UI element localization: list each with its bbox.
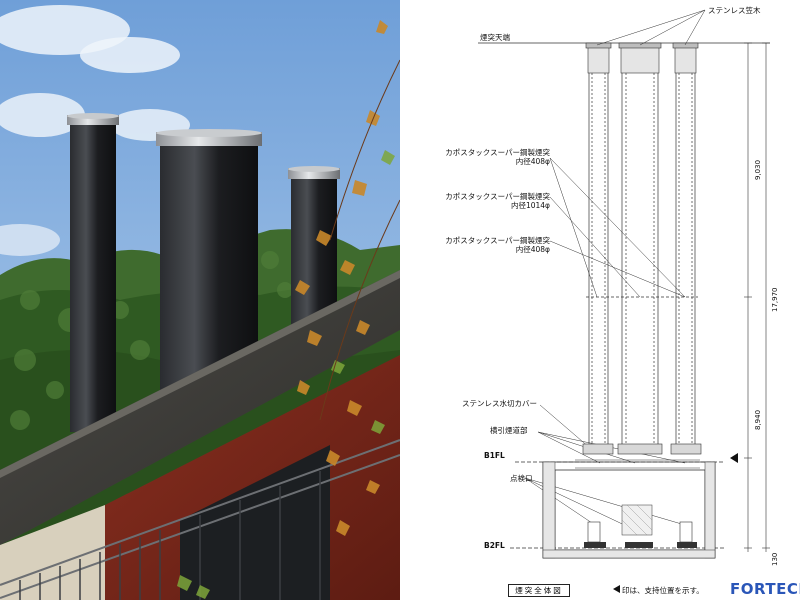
support-marker-icon [730,453,738,463]
chimney-photo [0,0,400,600]
label-chimney-top: 煙突天端 [480,33,510,42]
dimension-lower: 8,940 [754,409,762,430]
label-inspection-port: 点検口 [510,474,533,483]
label-chimney3-size: 内径408φ [515,245,550,254]
chimney-photo-illustration [0,0,400,600]
drawing-caption: 煙突全体図 [508,584,570,597]
legend-marker-icon [613,585,620,593]
brand-logo: FORTECH [730,580,800,598]
chimney-section-lines [478,9,770,593]
label-horizontal-flue: 横引煙道部 [490,426,528,435]
dimension-base: 130 [771,552,779,566]
label-chimney1-size: 内径408φ [515,157,550,166]
dimension-total: 17,970 [771,287,779,313]
label-chimney1-name: カポスタックスーパー鋼製煙突 [445,148,550,157]
legend-note: 印は、支持位置を示す。 [622,586,704,595]
level-b2fl: B2FL [484,541,505,550]
label-water-cover: ステンレス水切カバー [462,399,537,408]
label-stainless-cap: ステンレス笠木 [708,6,761,15]
level-b1fl: B1FL [484,451,505,460]
label-chimney3-name: カポスタックスーパー鋼製煙突 [445,236,550,245]
label-chimney2-size: 内径1014φ [510,201,550,210]
dimension-upper: 9,030 [754,159,762,180]
label-chimney2-name: カポスタックスーパー鋼製煙突 [445,192,550,201]
chimney-section-drawing: ステンレス笠木 煙突天端 カポスタックスーパー鋼製煙突 内径408φ カポスタッ… [400,0,800,600]
